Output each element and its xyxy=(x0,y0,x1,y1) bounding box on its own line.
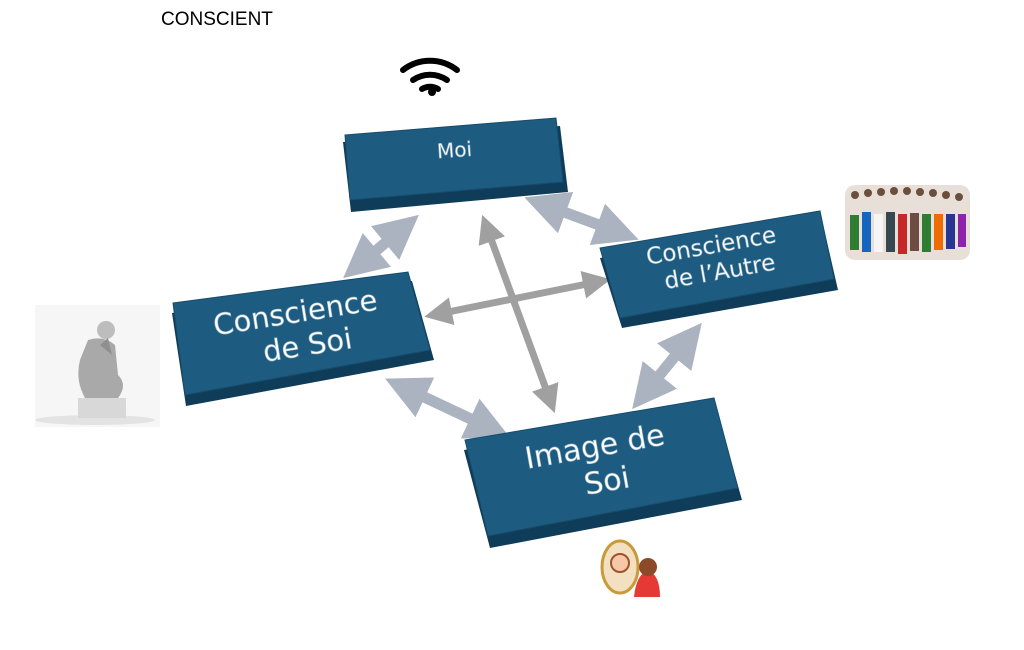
cross-arrows xyxy=(424,214,611,414)
crowd-image xyxy=(845,185,970,260)
arrow-moi-image xyxy=(478,214,559,414)
node-moi: Moi xyxy=(343,117,568,212)
thinker-statue-image xyxy=(35,305,160,427)
node-conscience-de-l-autre: Conscience de l’Autre xyxy=(599,210,838,328)
arrow-autre-image xyxy=(632,322,702,410)
mirror-image xyxy=(600,539,660,597)
node-image-label-2: Soi xyxy=(581,460,632,502)
arrow-moi-soi xyxy=(343,214,419,279)
wifi-icon xyxy=(400,57,460,96)
diagram-title: CONSCIENT xyxy=(161,9,273,30)
node-image-de-soi: Image de Soi xyxy=(464,397,742,548)
node-conscience-de-soi: Conscience de Soi xyxy=(172,271,434,406)
edge-arrows xyxy=(343,191,702,439)
node-moi-label: Moi xyxy=(436,137,473,163)
arrow-moi-autre xyxy=(524,191,639,246)
arrow-soi-image xyxy=(385,377,510,439)
